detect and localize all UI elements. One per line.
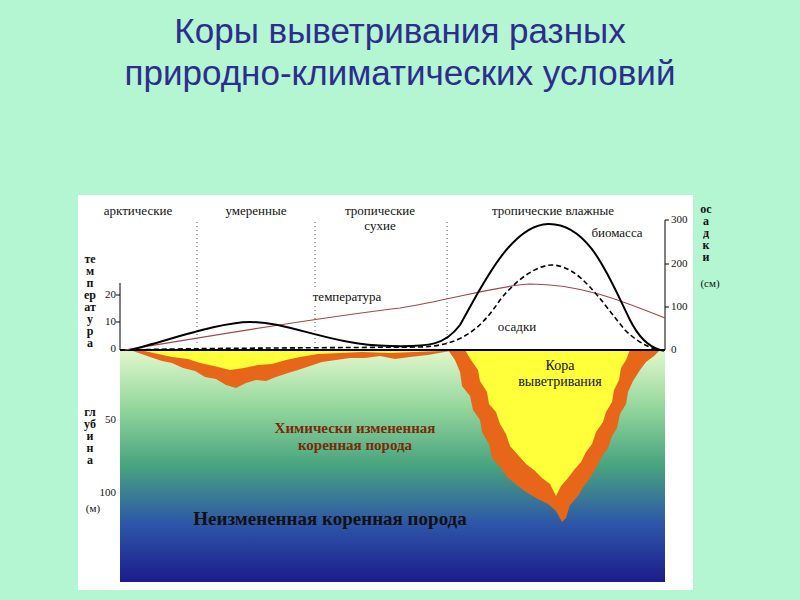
zone-name: тропические влажные [458,204,648,219]
altered-rock-deep [448,350,660,522]
altered-rock-shallow [130,350,450,388]
axis-number: 20 [86,288,116,301]
curve-label: осадки [496,319,538,334]
axis-number: 10 [86,315,116,328]
axis-tick [665,307,669,308]
biomass-curve [130,224,660,350]
axis-number: 0 [86,342,116,355]
axis-title: температура [84,253,96,349]
weathering-crust-deep [465,350,630,496]
temperature-axis [120,283,121,350]
axis-title: глубина [84,406,96,466]
precipitation-curve [130,265,665,351]
layer-label: Химически измененная коренная порода [248,420,463,455]
layer-label: Неизмененная коренная порода [130,508,530,530]
zone-divider [197,222,198,345]
axis-number: 0 [671,343,677,356]
curve-label: температура [311,289,384,304]
axis-number: 200 [671,257,688,270]
zone-name: арктические [83,204,193,219]
zone-divider [315,222,316,345]
axis-title: осадки [700,203,712,263]
zone-name: тропические сухие [335,204,425,234]
curve-label: биомасса [589,225,644,240]
temperature-curve [125,284,665,350]
zone-divider [447,222,448,345]
axis-tick [665,264,669,265]
label-holder: осадки [487,320,547,335]
axis-unit: (см) [693,277,727,290]
zone-name: умеренные [201,204,311,219]
axis-number: 100 [671,300,688,313]
bedrock-ground [120,350,665,582]
axis-number: 300 [671,213,688,226]
axis-number: 100 [86,486,116,499]
precipitation-axis [665,220,666,350]
white-panel [78,195,693,590]
label-holder: температура [290,290,404,305]
axis-number: 50 [86,413,116,426]
weathering-crust-shallow [140,350,442,370]
label-holder: биомасса [575,226,659,241]
slide-title: Коры выветривания разных природно-климат… [107,10,693,94]
axis-tick [116,322,120,323]
axis-unit: (м) [78,502,108,515]
axis-tick [665,220,669,221]
axis-tick [116,295,120,296]
crust-label: Кора выветривания [510,358,610,390]
